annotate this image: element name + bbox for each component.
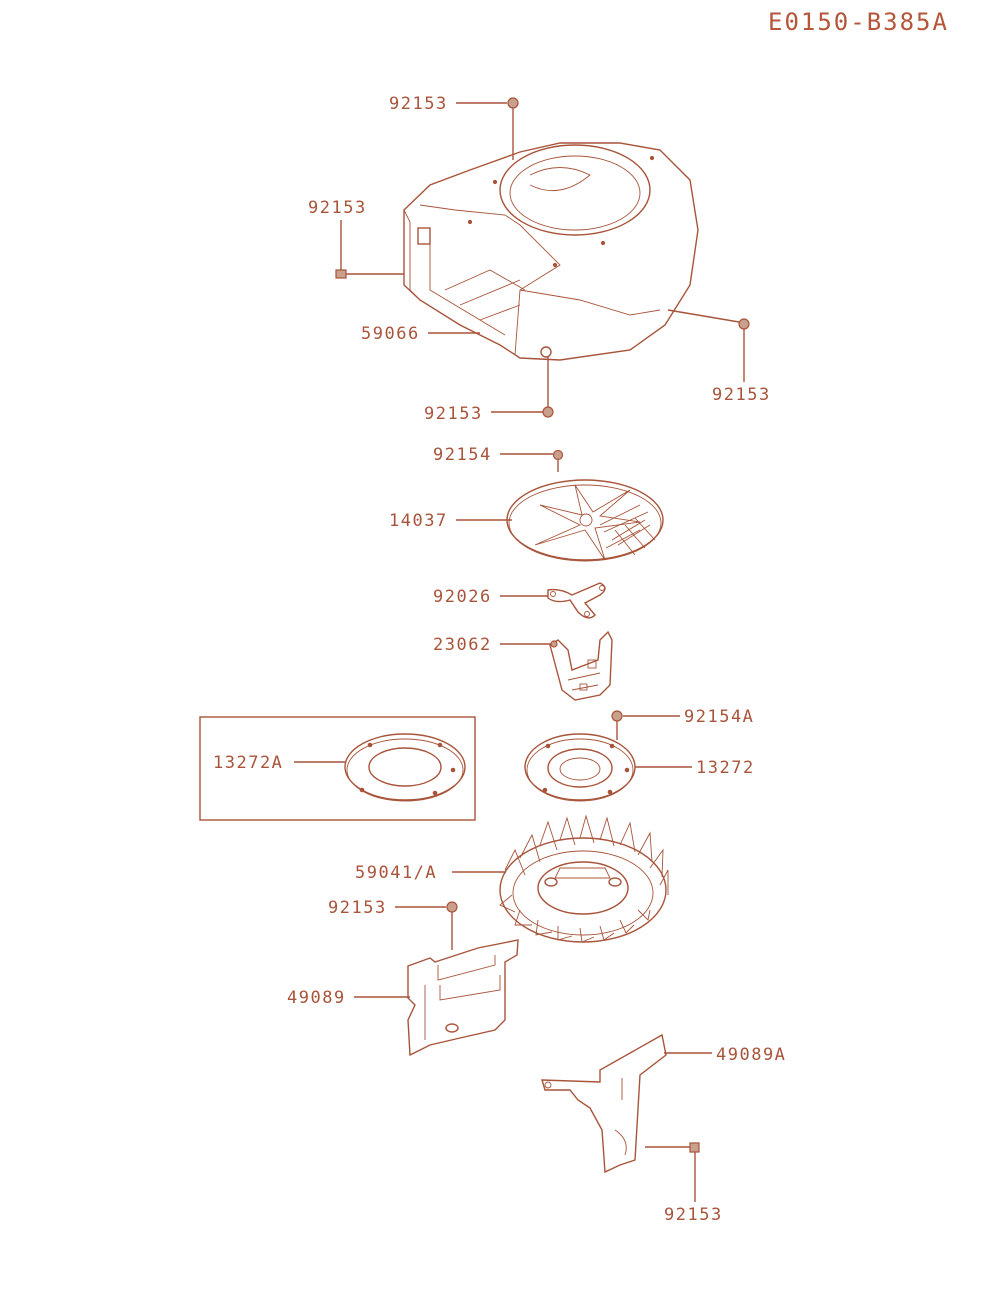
cover-49089A	[541, 1033, 667, 1174]
bolt-92153-top	[507, 97, 519, 160]
pulley-13272	[524, 733, 636, 802]
label-23062: 23062	[433, 635, 492, 655]
label-13272A: 13272A	[213, 753, 283, 773]
label-49089A: 49089A	[716, 1045, 786, 1065]
label-59066: 59066	[361, 324, 420, 344]
bolt-92153-bottom	[542, 357, 554, 418]
flywheel-59041A	[499, 814, 669, 943]
diagram-code: E0150-B385A	[768, 8, 949, 36]
label-92153-low: 92153	[664, 1205, 723, 1225]
label-92153-right: 92153	[712, 385, 771, 405]
bolt-92153-low	[645, 1142, 700, 1153]
bolt-92153-left	[335, 269, 404, 279]
label-14037: 14037	[389, 511, 448, 531]
ratchet-23062	[549, 630, 613, 701]
label-49089: 49089	[287, 988, 346, 1008]
label-92153-top: 92153	[389, 94, 448, 114]
label-13272: 13272	[696, 758, 755, 778]
alternate-part-box	[199, 716, 476, 821]
bolt-92153-right	[667, 309, 750, 330]
label-92026: 92026	[433, 587, 492, 607]
blower-housing-59066	[403, 142, 699, 361]
plate-92026	[547, 582, 606, 619]
pulley-13272A	[344, 733, 466, 802]
screen-14037	[506, 479, 664, 562]
label-59041A: 59041/A	[355, 863, 437, 883]
label-92154A: 92154A	[684, 707, 754, 727]
bolt-92153-mid	[446, 901, 458, 950]
label-92153-bottom: 92153	[424, 404, 483, 424]
label-92153-left: 92153	[308, 198, 367, 218]
label-92153-mid: 92153	[328, 898, 387, 918]
screw-92154	[552, 449, 564, 472]
cover-49089	[407, 939, 519, 1057]
screw-92154A	[611, 710, 623, 740]
label-92154: 92154	[433, 445, 492, 465]
